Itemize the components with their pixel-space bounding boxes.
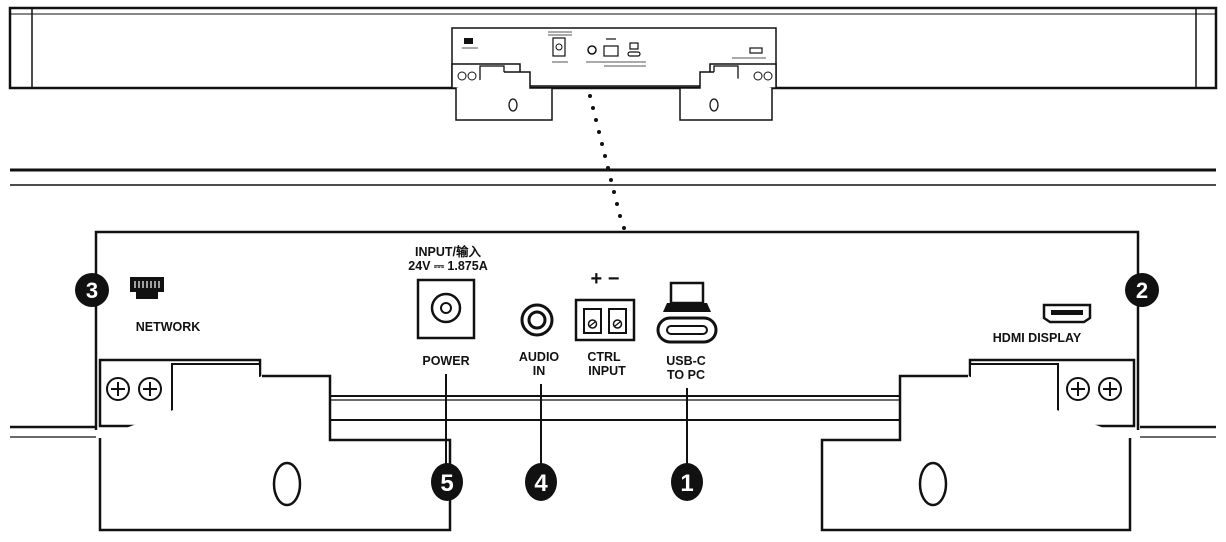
ctrl-input-line2: INPUT	[588, 364, 626, 378]
mini-power-icon	[552, 37, 566, 57]
callout-badge-1: 1	[671, 463, 703, 501]
soundbar-overview	[8, 6, 1218, 121]
power-rating-line1: INPUT/输入	[415, 244, 481, 259]
bar-body-lines	[10, 168, 1216, 438]
usb-c-line1: USB-C	[666, 354, 706, 368]
callout-number: 2	[1136, 278, 1148, 303]
callout-number: 5	[440, 470, 453, 497]
hdmi-port[interactable]: HDMI DISPLAY	[993, 303, 1092, 345]
power-rating-line2: 24V ⎓ 1.875A	[408, 259, 487, 273]
dc-power-jack-icon	[416, 278, 476, 340]
power-port[interactable]: INPUT/输入 24V ⎓ 1.875A POWER	[408, 244, 487, 368]
callout-number: 4	[534, 470, 548, 497]
mount-bracket-left	[98, 358, 452, 532]
laptop-icon	[663, 281, 711, 312]
ethernet-port-icon	[130, 277, 164, 299]
mini-ctrl-icon	[603, 45, 619, 57]
mini-network-icon	[464, 38, 473, 44]
screw-icon	[106, 377, 130, 401]
mount-slot	[918, 461, 948, 507]
mount-bracket-right	[820, 358, 1136, 532]
mini-hdmi-icon	[749, 47, 763, 54]
screw-icon	[1066, 377, 1090, 401]
terminal-block-icon	[574, 298, 636, 342]
hdmi-port-icon	[1042, 303, 1092, 324]
callout-badge-4: 4	[525, 463, 557, 501]
ctrl-polarity-label: + −	[591, 268, 620, 290]
usb-c-port-icon	[656, 316, 718, 344]
usb-c-line2: TO PC	[667, 368, 705, 382]
callout-number: 3	[86, 278, 98, 303]
network-port[interactable]: NETWORK	[130, 277, 200, 334]
audio-jack-icon	[520, 303, 554, 337]
callout-badge-2: 2	[1125, 273, 1159, 307]
callout-badge-3: 3	[75, 273, 109, 307]
usb-c-port[interactable]: USB-C TO PC	[656, 281, 718, 382]
screw-icon	[1098, 377, 1122, 401]
network-label: NETWORK	[136, 320, 201, 334]
panel-step-lines	[260, 395, 968, 421]
power-label: POWER	[422, 354, 469, 368]
mini-usb-icon	[629, 42, 639, 50]
mini-bracket-left	[451, 63, 553, 121]
audio-in-line2: IN	[533, 364, 546, 378]
ctrl-input-port[interactable]: + − CTRL INPUT	[574, 268, 636, 378]
mini-audio-icon	[587, 45, 597, 55]
mount-slot	[272, 461, 302, 507]
audio-in-line1: AUDIO	[519, 350, 560, 364]
ctrl-input-line1: CTRL	[587, 350, 621, 364]
screw-icon	[138, 377, 162, 401]
hdmi-label: HDMI DISPLAY	[993, 331, 1082, 345]
callout-number: 1	[680, 470, 693, 497]
callout-badge-5: 5	[431, 463, 463, 501]
audio-in-port[interactable]: AUDIO IN	[519, 303, 560, 378]
mini-bracket-right	[679, 63, 777, 121]
